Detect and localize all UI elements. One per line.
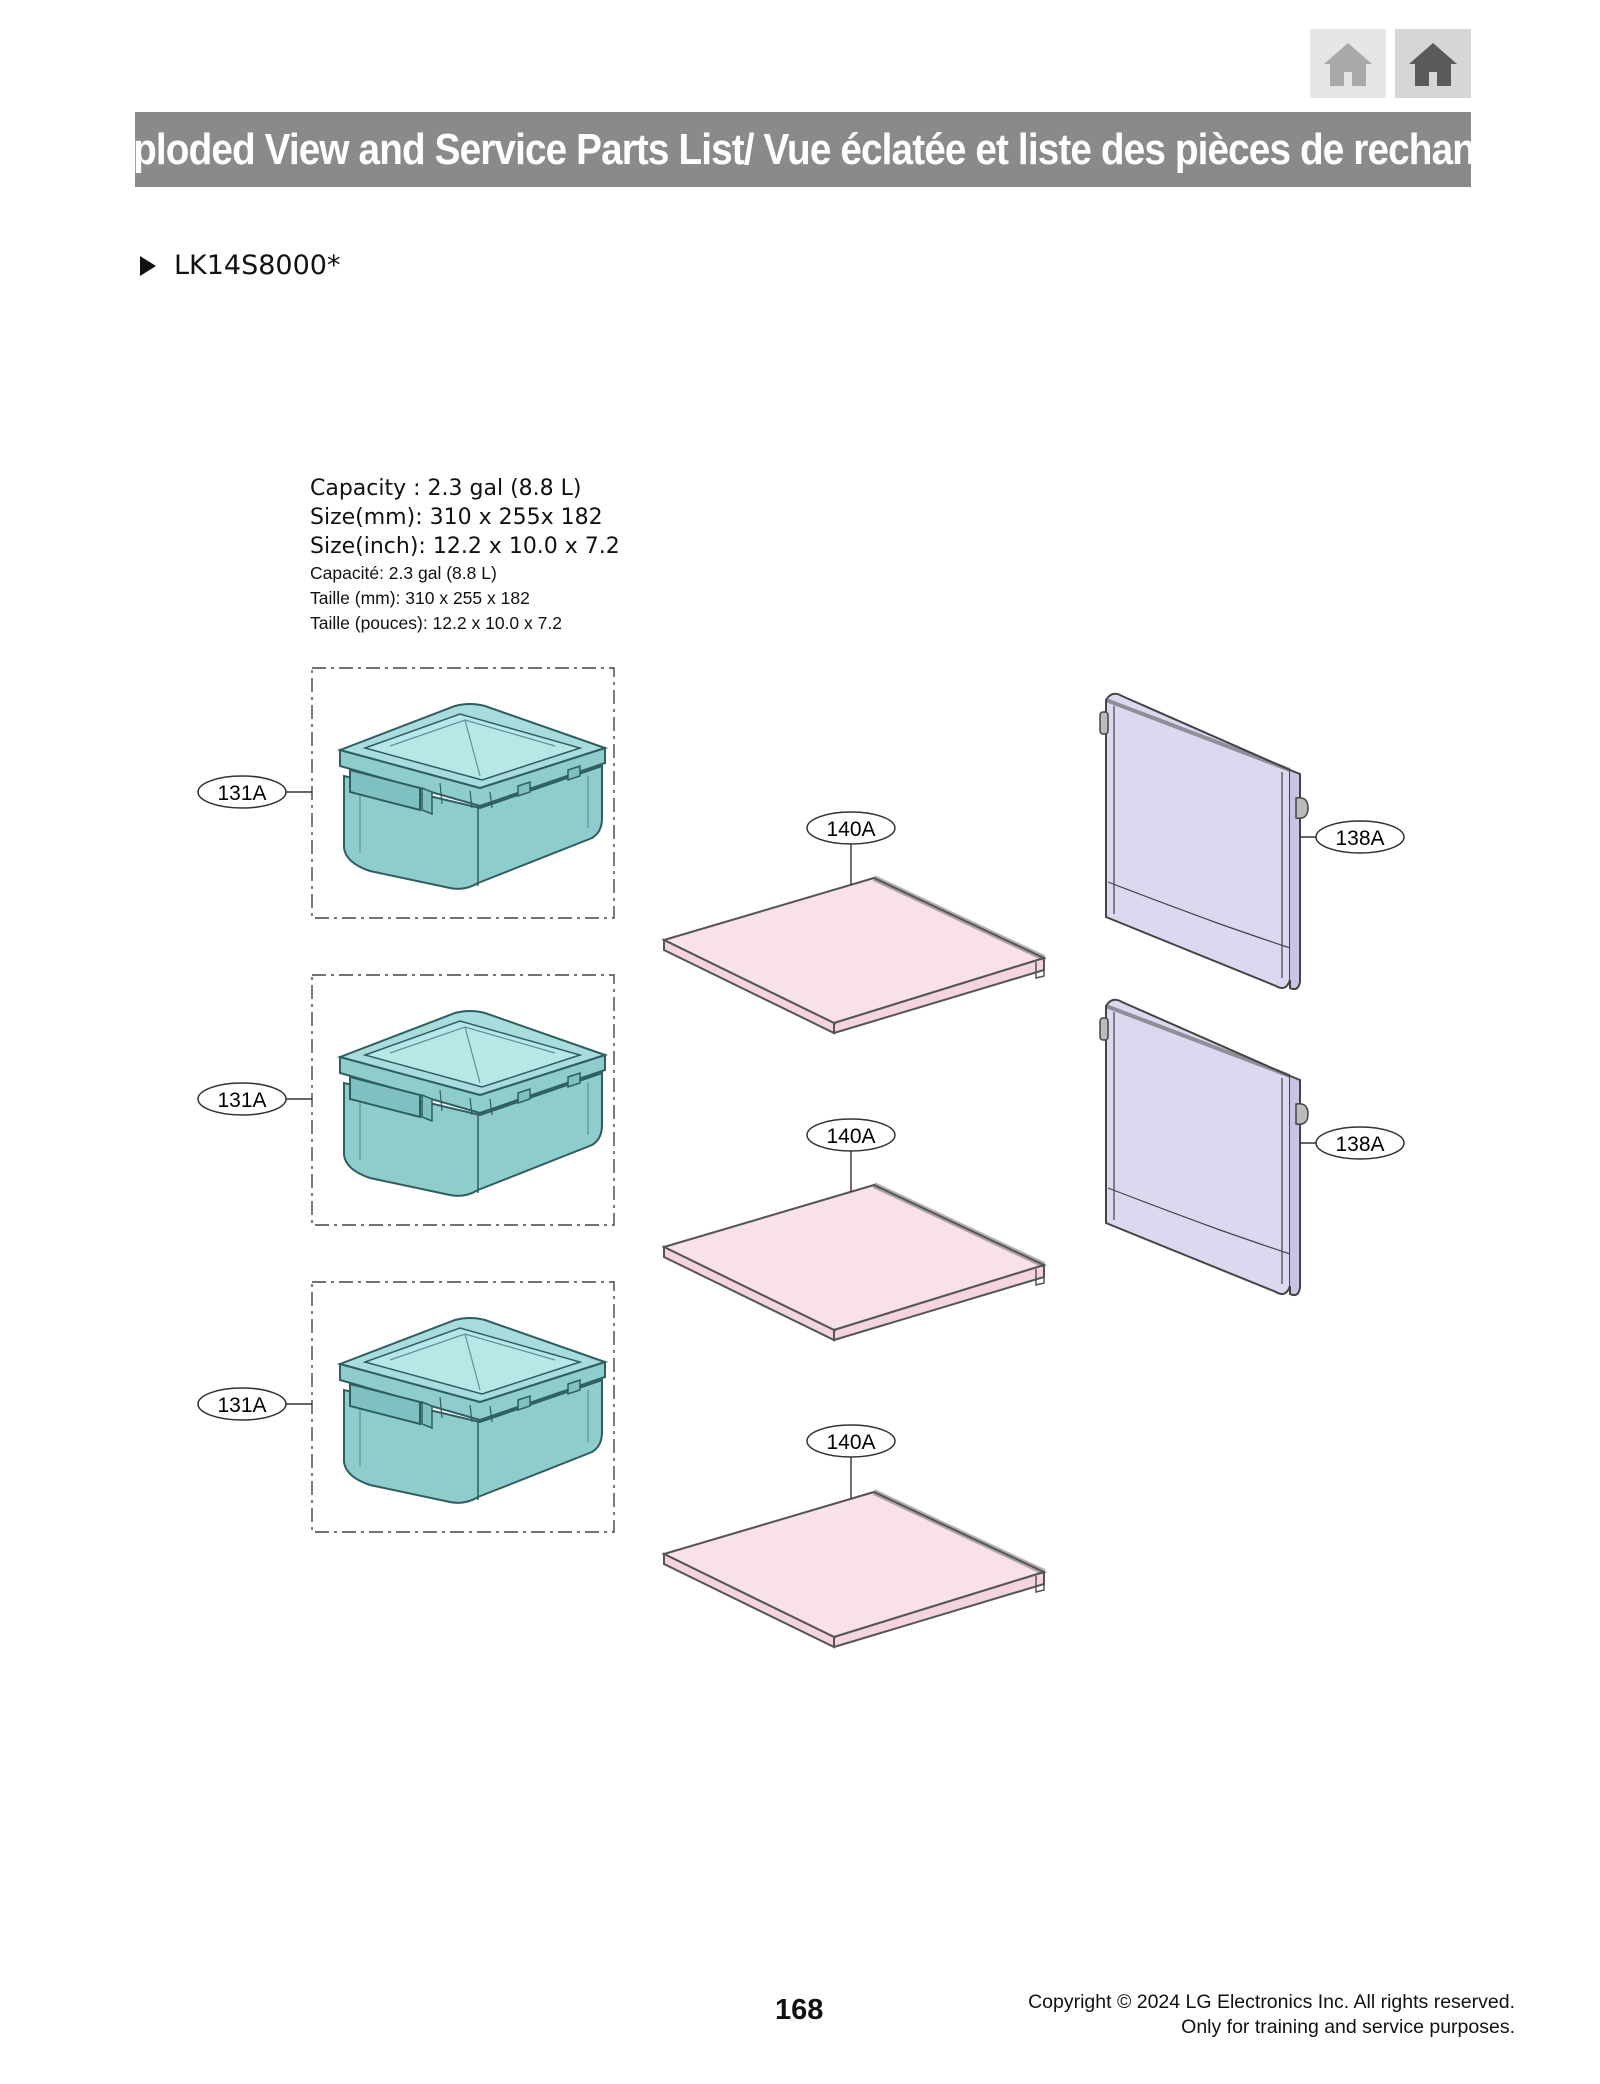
shelf-140a — [664, 1492, 1044, 1647]
capacity-fr: Capacité: 2.3 gal (8.8 L) — [310, 563, 497, 583]
callout-label: 138A — [1335, 827, 1384, 850]
triangle-bullet-icon — [140, 255, 156, 276]
size-inch-fr: Taille (pouces): 12.2 x 10.0 x 7.2 — [310, 613, 562, 633]
model-name: LK14S8000* — [174, 250, 341, 281]
copyright-line-1: Copyright © 2024 LG Electronics Inc. All… — [1028, 1991, 1515, 2013]
panel-138a — [1098, 691, 1310, 992]
size-mm-en: Size(mm): 310 x 255x 182 — [310, 505, 603, 530]
size-inch-en: Size(inch): 12.2 x 10.0 x 7.2 — [310, 534, 620, 559]
model-heading: LK14S8000* — [140, 250, 340, 281]
callout-label: 140A — [826, 818, 875, 841]
home-button-dark[interactable] — [1395, 29, 1471, 98]
callout-label: 131A — [217, 1394, 266, 1417]
callout-131a: 131A — [197, 775, 287, 809]
title-banner: Exploded View and Service Parts List/ Vu… — [88, 112, 1519, 187]
home-button-light[interactable] — [1310, 29, 1386, 98]
container-131a — [311, 1281, 615, 1533]
copyright-line-2: Only for training and service purposes. — [1181, 2016, 1515, 2038]
callout-label: 131A — [217, 1089, 266, 1112]
page-title: Exploded View and Service Parts List/ Vu… — [87, 124, 1520, 174]
shelf-140a — [664, 1185, 1044, 1340]
container-131a — [311, 667, 615, 919]
copyright-notice: Copyright © 2024 LG Electronics Inc. All… — [1028, 1990, 1515, 2040]
page-number: 168 — [775, 1994, 824, 2026]
callout-label: 138A — [1335, 1133, 1384, 1156]
callout-label: 131A — [217, 782, 266, 805]
callout-138a: 138A — [1315, 1126, 1405, 1160]
container-131a — [311, 974, 615, 1226]
capacity-en: Capacity : 2.3 gal (8.8 L) — [310, 476, 582, 501]
callout-140a: 140A — [806, 1118, 896, 1152]
panel-138a — [1098, 997, 1310, 1298]
home-icon — [1409, 42, 1457, 86]
size-mm-fr: Taille (mm): 310 x 255 x 182 — [310, 588, 530, 608]
shelf-140a — [664, 878, 1044, 1033]
callout-label: 140A — [826, 1431, 875, 1454]
callout-138a: 138A — [1315, 820, 1405, 854]
callout-131a: 131A — [197, 1082, 287, 1116]
callout-140a: 140A — [806, 811, 896, 845]
container-specs: Capacity : 2.3 gal (8.8 L) Size(mm): 310… — [310, 474, 620, 636]
home-icon — [1324, 42, 1372, 86]
callout-label: 140A — [826, 1125, 875, 1148]
callout-131a: 131A — [197, 1387, 287, 1421]
callout-140a: 140A — [806, 1424, 896, 1458]
